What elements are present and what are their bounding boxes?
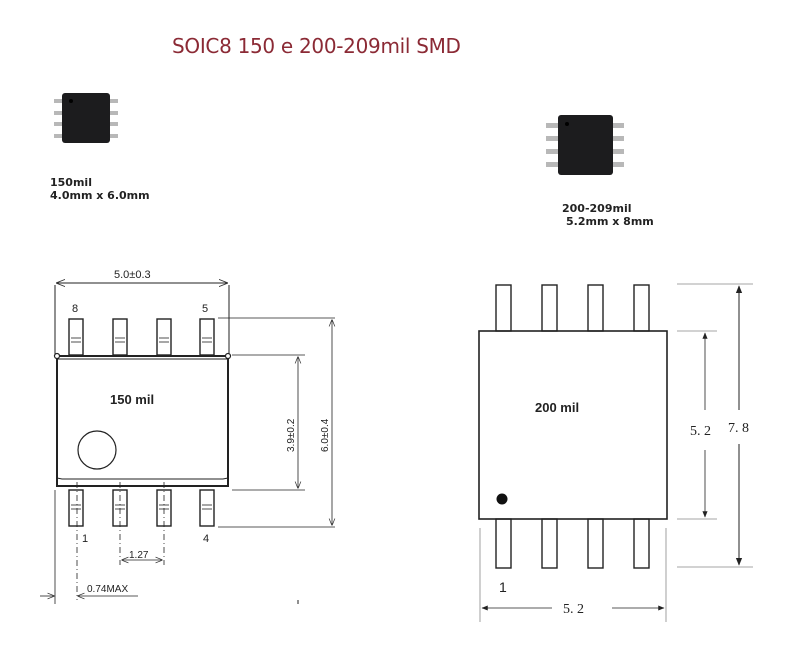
caption-150-dims: 4.0mm x 6.0mm [50,189,150,202]
caption-150-size: 150mil [50,176,92,189]
caption-200-size: 200-209mil [562,202,632,215]
body-height-dim-150: 3.9±0.2 [286,418,297,452]
pin-4-label: 4 [203,533,209,545]
total-height-dim-200: 7. 8 [728,421,749,436]
total-height-dim-150: 6.0±0.4 [320,418,331,452]
width-dim-150: 5.0±0.3 [114,269,151,281]
pin-5-label: 5 [202,303,208,315]
drawing-150mil [40,283,335,604]
labels-150: 5.0±0.3 8 5 150 mil 1 4 1.27 0.74MAX 3.9… [72,269,331,595]
drawing-200mil [478,283,753,622]
caption-200-dims: 5.2mm x 8mm [566,215,654,228]
caption-150: 150mil 4.0mm x 6.0mm [50,176,150,202]
pin-1-label-200: 1 [499,579,507,595]
pin-8-label: 8 [72,303,78,315]
pin-1-label: 1 [82,533,88,545]
pitch-dim: 1.27 [129,550,149,561]
caption-200: 200-209mil 5.2mm x 8mm [562,202,654,228]
page-title: SOIC8 150 e 200-209mil SMD [172,34,461,58]
lead-width-dim: 0.74MAX [87,584,128,595]
body-height-dim-200: 5. 2 [690,424,711,439]
width-dim-200: 5. 2 [563,602,584,617]
body-label-150: 150 mil [110,392,154,407]
labels-200: 200 mil 5. 2 7. 8 5. 2 1 [499,400,749,617]
chip-photo-200 [546,115,624,175]
body-label-200: 200 mil [535,400,579,415]
chip-photo-150 [54,93,118,143]
